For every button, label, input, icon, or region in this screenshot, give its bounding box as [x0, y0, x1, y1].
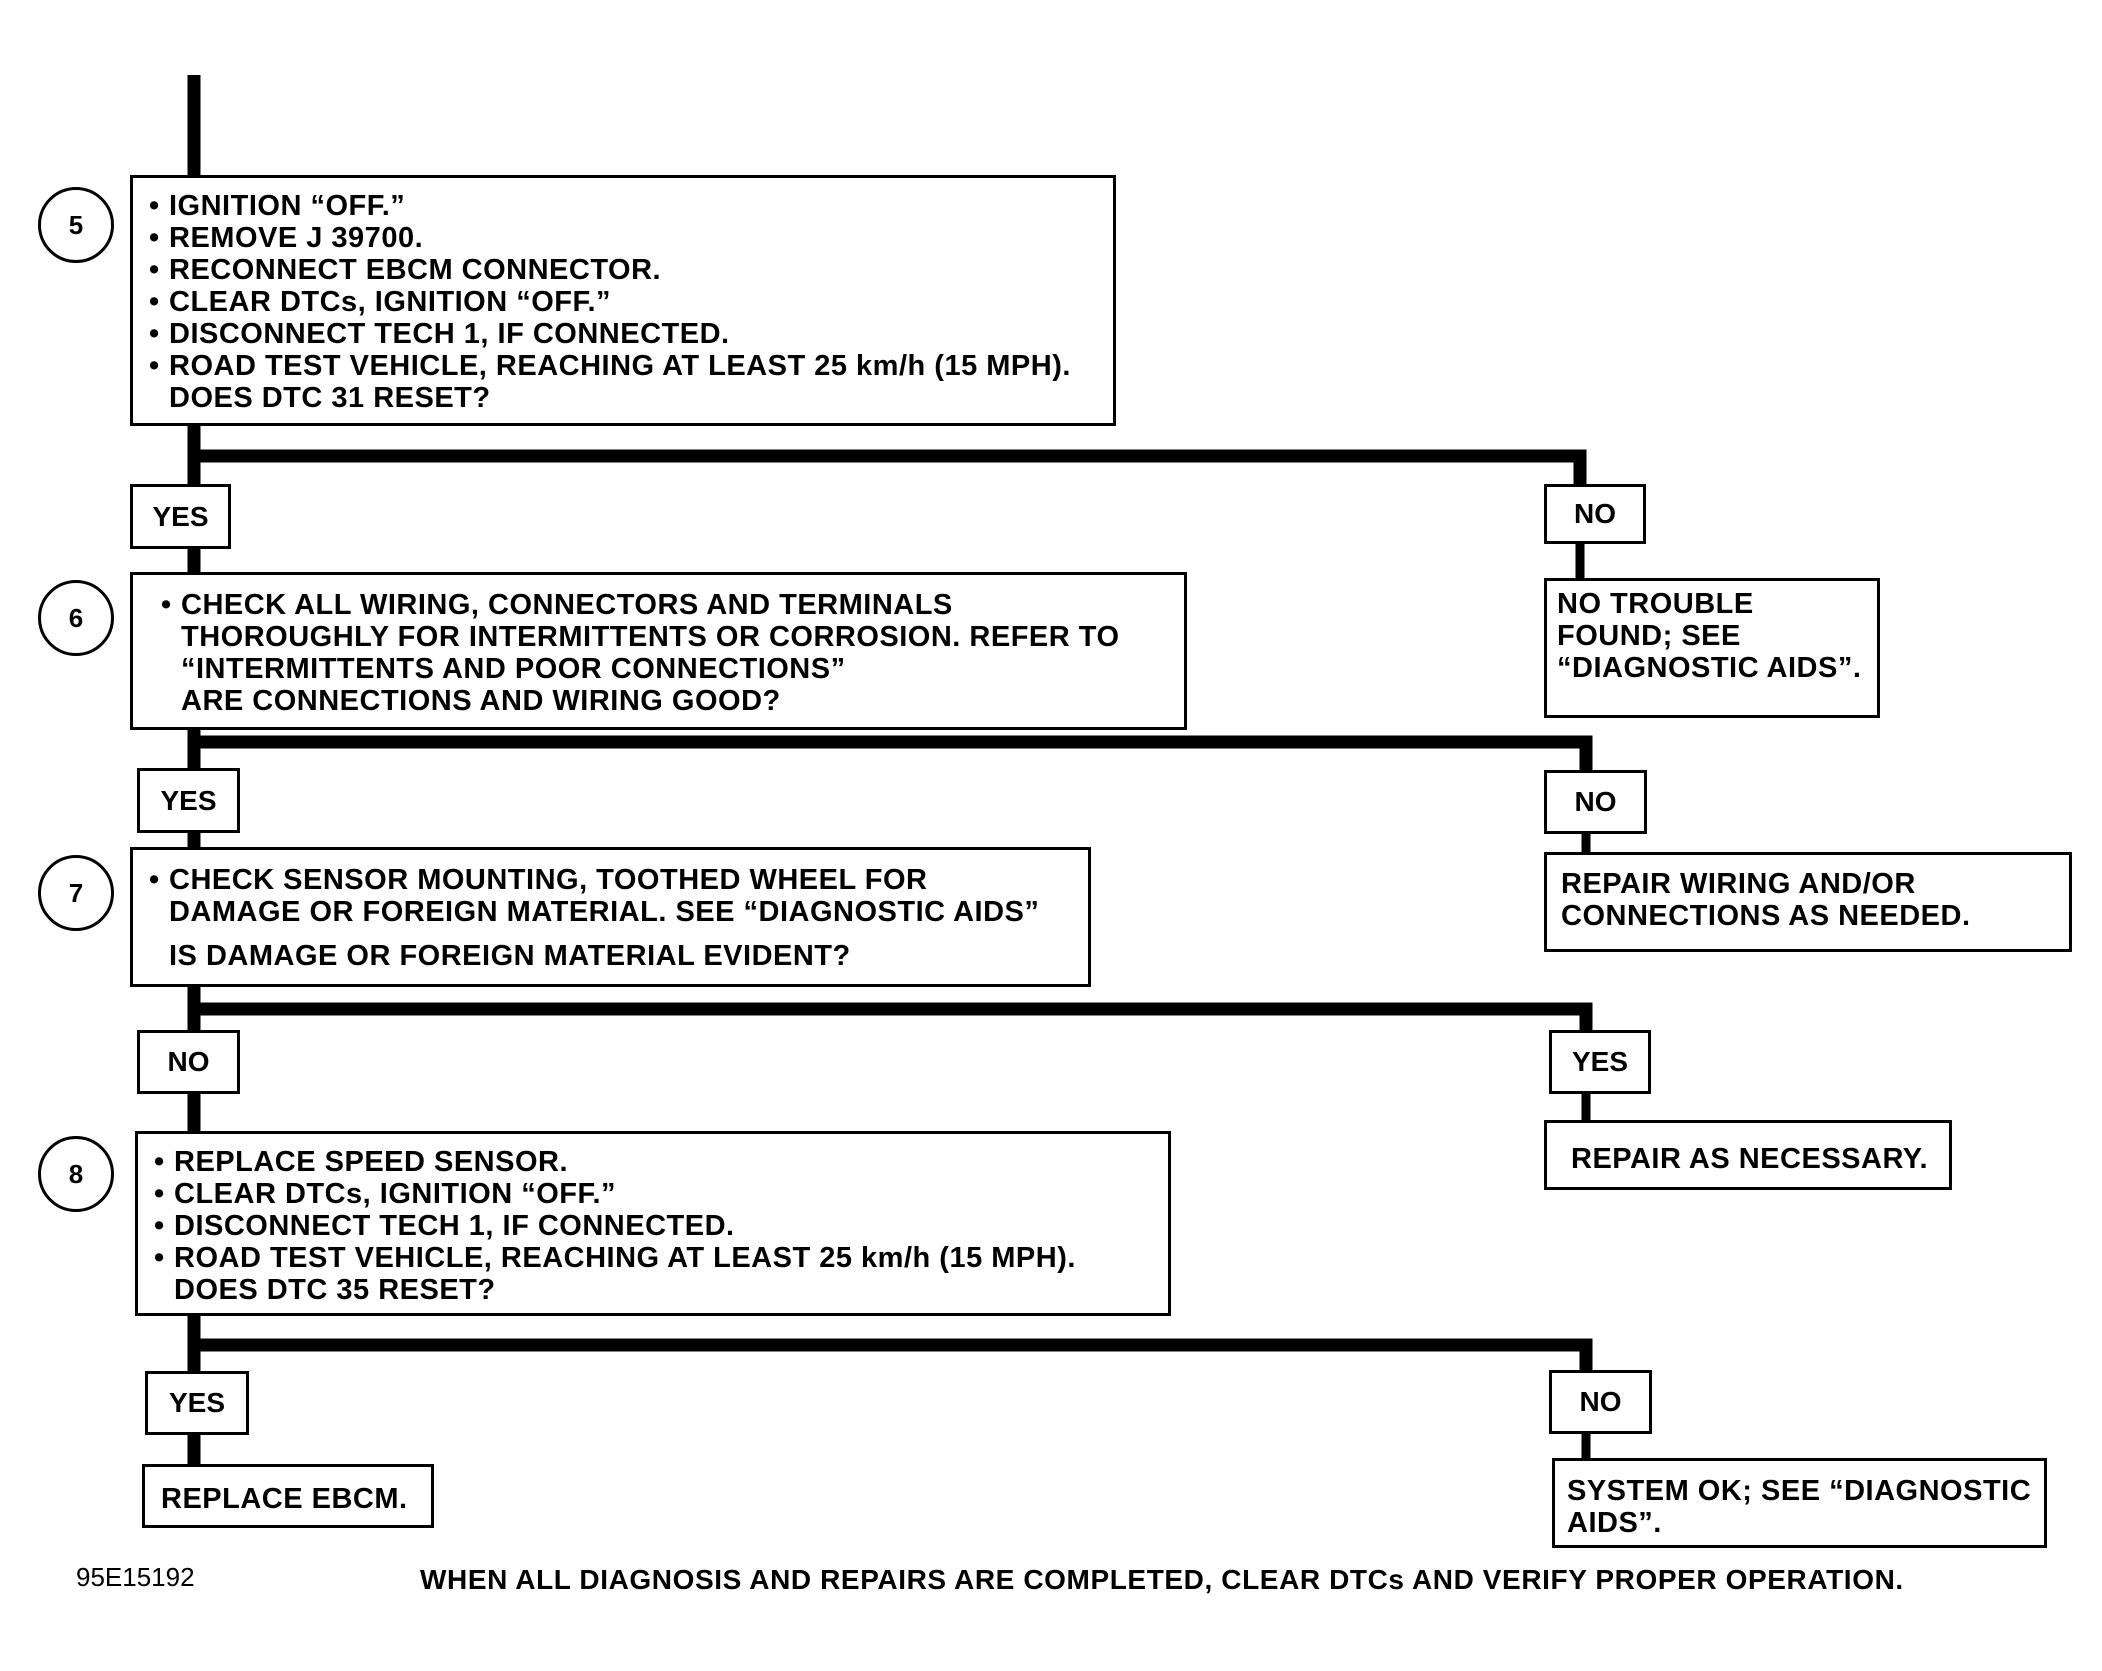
figure-id: 95E15192	[76, 1562, 195, 1592]
branch-5-right	[194, 449, 1587, 490]
step-5-number-text: 5	[68, 209, 84, 240]
step-8-yes-label: YES	[145, 1371, 249, 1435]
step-6-yes-label: YES	[137, 768, 240, 833]
step-5-number: 5	[38, 187, 114, 263]
step-5-bullet: CLEAR DTCs, IGNITION “OFF.”	[147, 286, 1103, 318]
step-8-bullet: REPLACE SPEED SENSOR.	[152, 1146, 1158, 1178]
step-5-no-result: NO TROUBLE FOUND; SEE “DIAGNOSTIC AIDS”.	[1544, 578, 1880, 718]
step-8-no-label: NO	[1549, 1370, 1652, 1434]
step-8-bullet: ROAD TEST VEHICLE, REACHING AT LEAST 25 …	[152, 1242, 1158, 1306]
step-6-number-text: 6	[68, 602, 84, 633]
branch-6-right	[194, 735, 1593, 770]
step-8-yes-result: REPLACE EBCM.	[142, 1464, 434, 1528]
step-5-bullet: DISCONNECT TECH 1, IF CONNECTED.	[147, 318, 1103, 350]
branch-7-right	[194, 1002, 1593, 1035]
step-7-box: CHECK SENSOR MOUNTING, TOOTHED WHEEL FOR…	[130, 847, 1091, 987]
step-8-bullet: CLEAR DTCs, IGNITION “OFF.”	[152, 1178, 1158, 1210]
step-6-bullet: CHECK ALL WIRING, CONNECTORS AND TERMINA…	[159, 589, 1174, 717]
step-5-bullet: ROAD TEST VEHICLE, REACHING AT LEAST 25 …	[147, 350, 1103, 414]
step-6-no-label: NO	[1544, 770, 1647, 834]
step-8-bullet: DISCONNECT TECH 1, IF CONNECTED.	[152, 1210, 1158, 1242]
step-7-number-text: 7	[68, 877, 84, 908]
step-7-bullet: CHECK SENSOR MOUNTING, TOOTHED WHEEL FOR…	[147, 864, 1078, 928]
step-7-no-label: NO	[137, 1030, 240, 1094]
footer-note: WHEN ALL DIAGNOSIS AND REPAIRS ARE COMPL…	[420, 1564, 1904, 1595]
step-8-box: REPLACE SPEED SENSOR. CLEAR DTCs, IGNITI…	[135, 1131, 1171, 1316]
step-7-question: IS DAMAGE OR FOREIGN MATERIAL EVIDENT?	[169, 940, 851, 972]
step-5-box: IGNITION “OFF.” REMOVE J 39700. RECONNEC…	[130, 175, 1116, 426]
step-7-number: 7	[38, 855, 114, 931]
branch-8-right	[194, 1338, 1593, 1370]
step-7-yes-label: YES	[1549, 1030, 1651, 1094]
step-8-number-text: 8	[68, 1158, 84, 1189]
step-6-no-result: REPAIR WIRING AND/OR CONNECTIONS AS NEED…	[1544, 852, 2072, 952]
step-7-yes-result: REPAIR AS NECESSARY.	[1544, 1120, 1952, 1190]
step-6-number: 6	[38, 580, 114, 656]
step-6-box: CHECK ALL WIRING, CONNECTORS AND TERMINA…	[130, 572, 1187, 730]
step-5-bullet: REMOVE J 39700.	[147, 222, 1103, 254]
step-5-bullet: IGNITION “OFF.”	[147, 190, 1103, 222]
step-5-yes-label: YES	[130, 484, 231, 549]
step-8-no-result: SYSTEM OK; SEE “DIAGNOSTIC AIDS”.	[1552, 1458, 2047, 1548]
step-5-no-label: NO	[1544, 484, 1646, 544]
step-5-bullet: RECONNECT EBCM CONNECTOR.	[147, 254, 1103, 286]
step-8-number: 8	[38, 1136, 114, 1212]
